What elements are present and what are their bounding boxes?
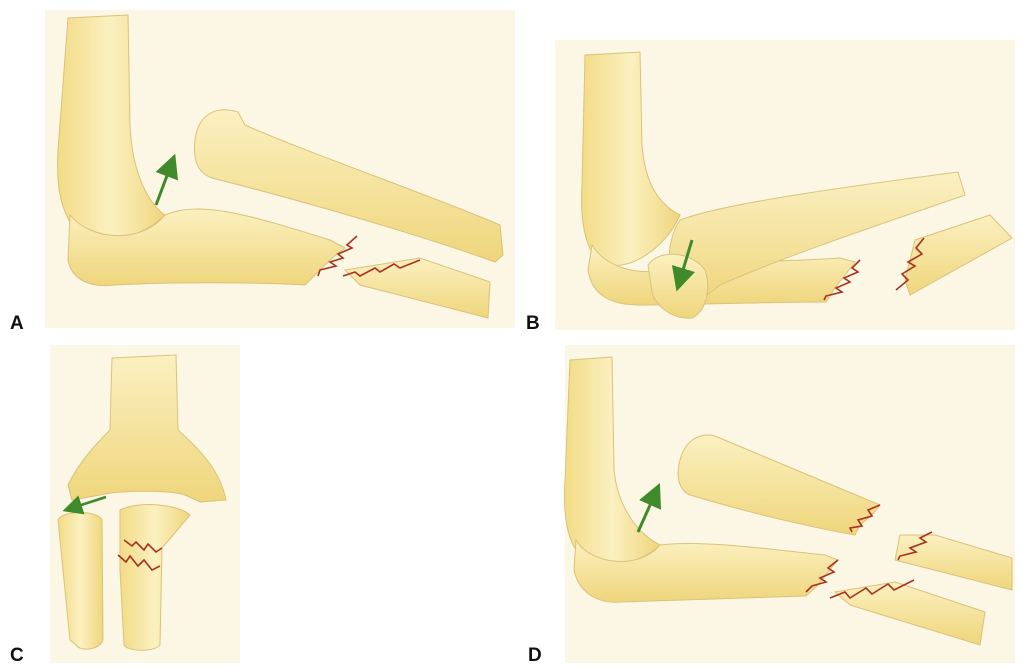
panel-a [45, 10, 515, 328]
panel-c [50, 345, 240, 663]
panel-label-d: D [528, 645, 542, 667]
panel-label-b: B [526, 313, 540, 335]
panel-b [555, 40, 1015, 330]
panel-label-c: C [10, 645, 24, 667]
panel-d [564, 345, 1015, 663]
panel-label-a: A [10, 313, 24, 335]
